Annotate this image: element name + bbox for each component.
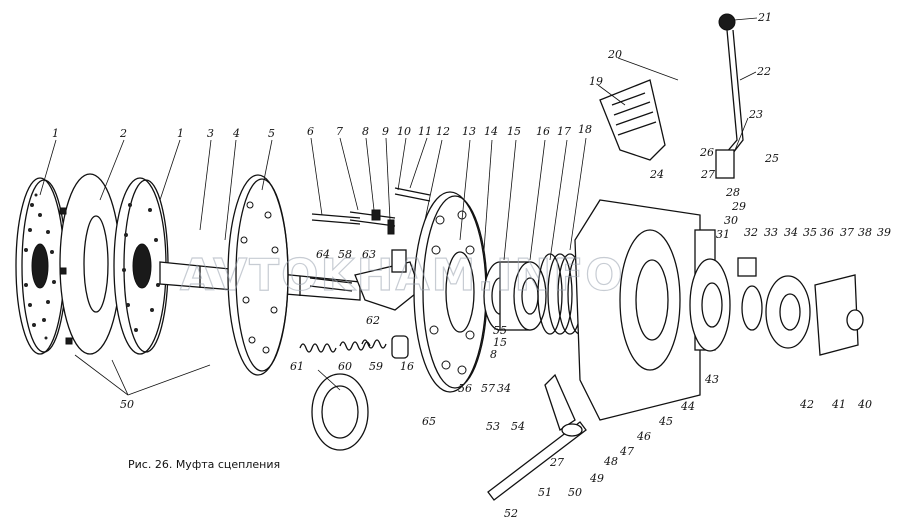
callout-17: 17 [557, 125, 571, 138]
watermark-text: AVTOKHAM.INFO [180, 250, 625, 301]
callout-27b: 54 [511, 420, 525, 433]
intermediate-plate [59, 173, 121, 355]
callout-30: 29 [731, 200, 746, 213]
callout-52: 51 [538, 486, 552, 499]
callout-5: 5 [268, 127, 275, 140]
callout-32: 31 [716, 228, 730, 241]
callout-24: 23 [748, 108, 763, 121]
callout-47: 46 [636, 430, 651, 443]
callout-49: 48 [603, 455, 618, 468]
leader-lines [39, 17, 758, 396]
callout-22: 21 [757, 11, 772, 24]
callout-12: 12 [436, 125, 450, 138]
callout-23: 22 [756, 65, 771, 78]
callout-56: 34 [497, 382, 511, 395]
callout-15: 15 [507, 125, 521, 138]
callout-34b: 27 [549, 456, 564, 469]
callout-40: 39 [877, 226, 891, 239]
callout-41: 40 [857, 398, 872, 411]
callout-27: 26 [699, 146, 714, 159]
callout-35: 34 [784, 226, 798, 239]
callout-57: 56 [458, 382, 472, 395]
callout-62: 63 [362, 248, 376, 261]
callout-33: 32 [744, 226, 758, 239]
callout-15c: 65 [422, 415, 436, 428]
callout-34: 33 [764, 226, 778, 239]
release-bearing [483, 261, 547, 331]
callout-39: 38 [858, 226, 872, 239]
callout-64: 61 [290, 360, 304, 373]
callout-38: 37 [840, 226, 854, 239]
callout-11: 11 [418, 125, 432, 138]
callout-60: 59 [369, 360, 383, 373]
callout-45: 44 [680, 400, 695, 413]
callout-26: 25 [764, 152, 779, 165]
callout-4: 4 [232, 127, 240, 140]
callout-55: 15 [493, 336, 507, 349]
callout-6: 6 [307, 125, 314, 138]
callout-37: 36 [820, 226, 834, 239]
callout-50: 49 [589, 472, 604, 485]
callout-10: 10 [397, 125, 411, 138]
callout-13: 13 [462, 125, 476, 138]
release-lever-assembly [354, 249, 421, 311]
callout-2: 2 [119, 127, 127, 140]
operating-lever [715, 13, 744, 179]
clutch-pedal [599, 79, 666, 161]
callout-29: 28 [725, 186, 740, 199]
callout-1a: 1 [52, 127, 59, 140]
callout-53: 52 [504, 507, 518, 520]
callout-3: 3 [207, 127, 214, 140]
callout-61: 60 [338, 360, 352, 373]
callout-8: 8 [362, 125, 369, 138]
callout-7: 7 [336, 125, 343, 138]
callout-1b: 1 [177, 127, 184, 140]
friction-disc-left [15, 177, 67, 355]
callout-51: 50 [568, 486, 582, 499]
callout-43: 42 [799, 398, 814, 411]
callout-63: 58 [338, 248, 352, 261]
output-bearings [689, 257, 864, 356]
callout-50b: 62 [366, 314, 380, 327]
bolts-group [311, 187, 431, 235]
callout-9: 9 [382, 125, 389, 138]
callout-16: 16 [536, 125, 550, 138]
callout-14: 14 [484, 125, 498, 138]
fork-shaft [487, 373, 587, 501]
callout-36: 35 [803, 226, 817, 239]
callout-59: 16 [400, 360, 414, 373]
callout-28: 27 [700, 168, 715, 181]
callout-25: 24 [649, 168, 664, 181]
callout-44: 43 [704, 373, 719, 386]
callout-16b: 55 [493, 324, 507, 337]
driven-plate [227, 174, 289, 376]
callout-46: 45 [658, 415, 673, 428]
callout-18: 18 [578, 123, 592, 136]
figure-caption: Рис. 26. Муфта сцепления [128, 458, 280, 471]
callout-54: 53 [486, 420, 500, 433]
callout-31: 30 [724, 214, 738, 227]
callout-58: 64 [316, 248, 330, 261]
callout-48: 47 [619, 445, 634, 458]
callout-42: 41 [831, 398, 846, 411]
pressure-springs [299, 335, 409, 451]
friction-disc-right [113, 177, 169, 355]
callout-65: 50 [120, 398, 134, 411]
callout-20: 19 [589, 75, 603, 88]
callout-8b: 57 [481, 382, 495, 395]
callout-21: 20 [607, 48, 622, 61]
callout-15b: 8 [490, 348, 497, 361]
callout-numbers: 1 2 1 3 4 5 6 7 8 9 10 11 12 13 14 15 16… [52, 11, 891, 520]
